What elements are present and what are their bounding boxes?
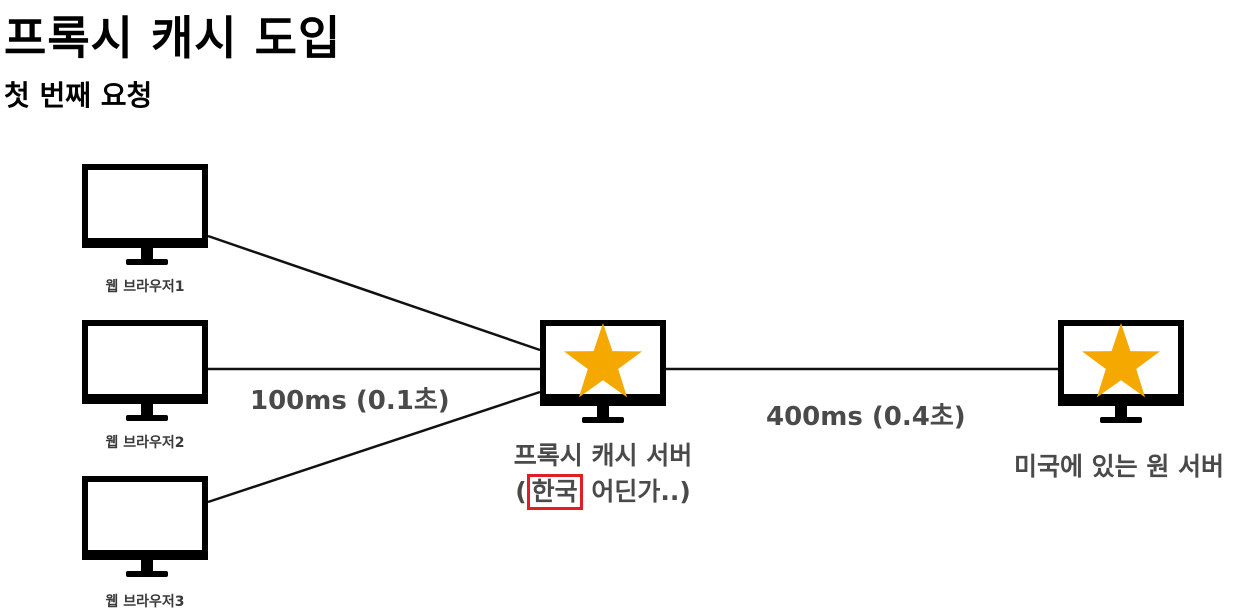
browser-1-monitor-icon: [82, 164, 208, 265]
browser-2-monitor-icon: [82, 320, 208, 421]
connection-line-browser3-proxy: [207, 390, 541, 504]
connection-line-browser1-proxy: [207, 234, 541, 352]
proxy-server-name: 프록시 캐시 서버: [513, 441, 693, 470]
origin-server-label: 미국에 있는 원 서버: [1013, 452, 1225, 481]
proxy-server-monitor-icon: [540, 320, 666, 423]
proxy-server-location: (한국 어딘가..): [480, 474, 726, 510]
proxy-server-label: 프록시 캐시 서버 (한국 어딘가..): [480, 438, 726, 510]
browser-3-label: 웹 브라우저3: [105, 594, 185, 610]
browser-2-label: 웹 브라우저2: [105, 435, 185, 451]
proxy-location-paren: (: [515, 477, 527, 506]
proxy-cache-star-icon: [564, 323, 642, 398]
page-subtitle: 첫 번째 요청: [4, 79, 153, 112]
origin-latency-label: 400ms (0.4초): [766, 402, 966, 432]
proxy-location-rest: 어딘가..): [582, 477, 691, 506]
browser-1-label: 웹 브라우저1: [105, 279, 185, 295]
korea-highlight-box: 한국: [526, 474, 583, 510]
proxy-latency-label: 100ms (0.1초): [250, 386, 450, 416]
origin-server-star-icon: [1082, 323, 1160, 398]
page-title: 프록시 캐시 도입: [4, 11, 342, 65]
browser-3-monitor-icon: [82, 476, 208, 577]
